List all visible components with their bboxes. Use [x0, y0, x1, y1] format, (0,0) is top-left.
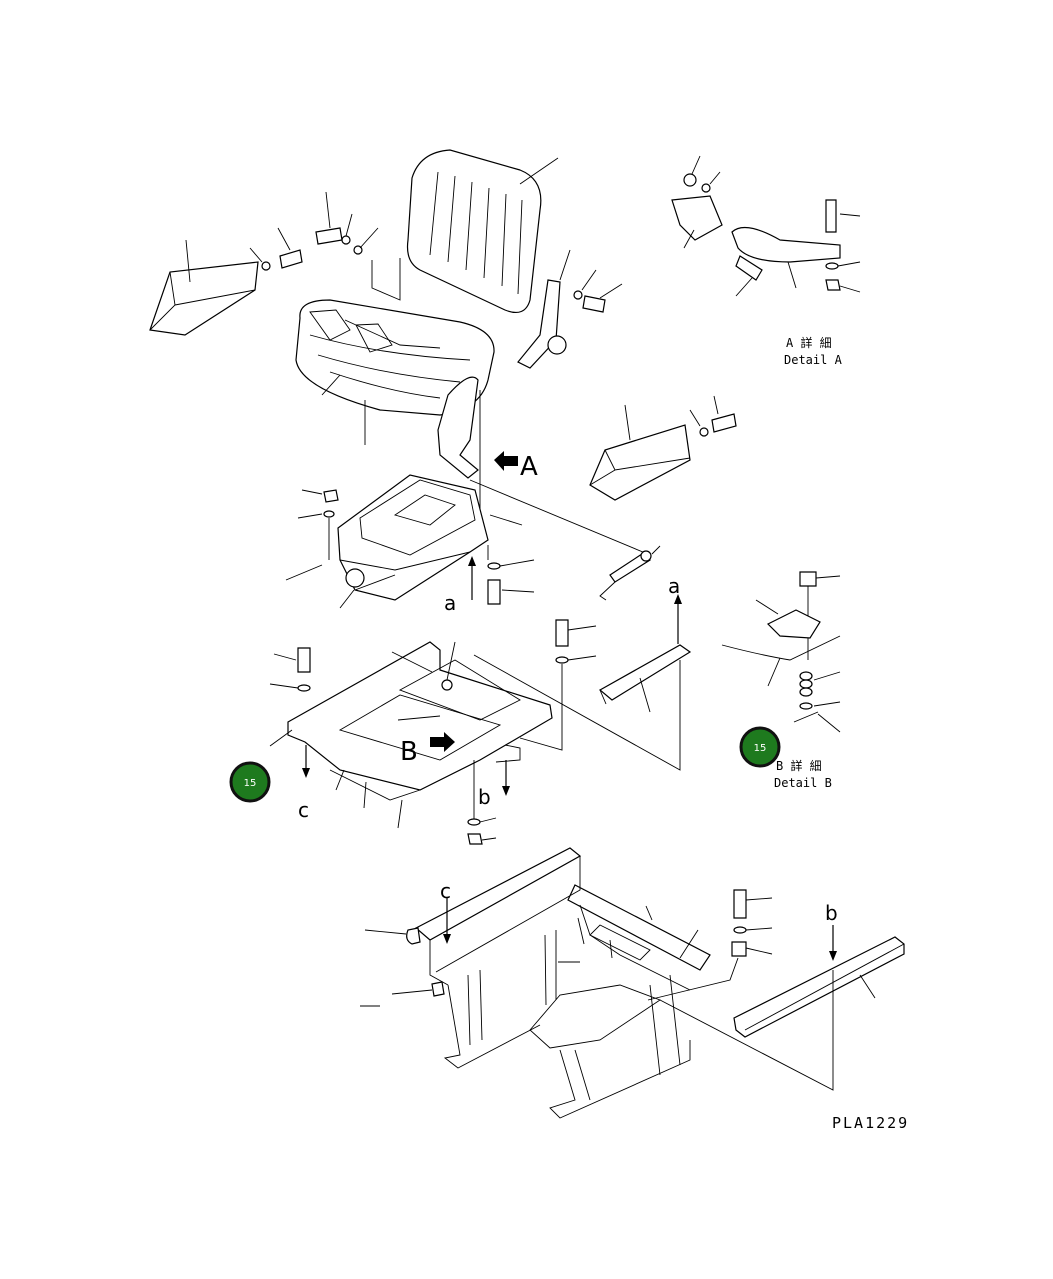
detail-b-drawing — [721, 571, 841, 733]
bolt-set-right — [573, 269, 623, 313]
letter-b-upper: b — [478, 785, 491, 809]
marker-circle[interactable] — [229, 761, 271, 803]
recline-lever — [517, 249, 571, 369]
view-arrow-b: B — [400, 732, 455, 767]
letter-c-upper: c — [298, 798, 309, 822]
slide-rail-plate — [269, 619, 681, 845]
letter-b-lower: b — [825, 901, 838, 925]
detail-a-title-en: Detail A — [784, 353, 843, 367]
letter-a-upper: a — [668, 574, 680, 598]
connection-a-lower: a — [444, 556, 476, 615]
marker-circle[interactable] — [739, 726, 781, 768]
marker-label: 15 — [244, 778, 257, 789]
armrest-right — [589, 395, 737, 501]
detail-a-drawing — [671, 155, 861, 297]
detail-b-title-ja: B 詳 細 — [776, 758, 822, 773]
seat-cushion — [295, 299, 495, 445]
slide-rail-right: a — [598, 574, 692, 713]
view-arrow-a: A — [494, 451, 538, 482]
seat-base-frame: c — [360, 847, 773, 1119]
letter-c-lower: c — [440, 879, 451, 903]
letter-a-lower: a — [444, 591, 456, 615]
gas-spring — [469, 479, 661, 601]
marker-15-right[interactable]: 15 — [739, 726, 781, 768]
detail-a-title-ja: A 詳 細 — [786, 335, 832, 350]
seat-backrest — [406, 149, 559, 313]
view-arrow-b-label: B — [400, 737, 418, 767]
detail-b-title-en: Detail B — [774, 776, 832, 790]
marker-15-left[interactable]: 15 — [229, 761, 271, 803]
view-arrow-a-label: A — [520, 452, 538, 482]
marker-label: 15 — [754, 743, 767, 754]
seat-belt-arm — [437, 376, 481, 520]
armrest-left — [149, 239, 259, 336]
seat-suspension — [285, 474, 535, 609]
drawing-code: PLA1229 — [832, 1114, 909, 1132]
bolt-set-top — [249, 191, 401, 301]
slide-rail-b: b — [659, 901, 905, 1091]
